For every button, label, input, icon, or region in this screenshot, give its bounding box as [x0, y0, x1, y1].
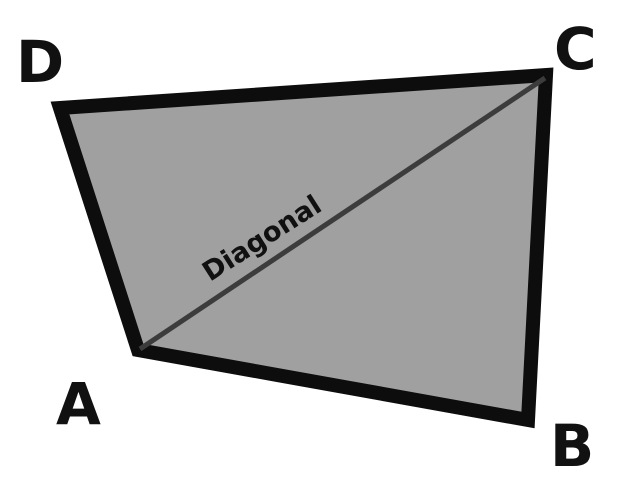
diagonal-line-ac	[138, 75, 547, 352]
vertex-label-d: D	[16, 28, 64, 96]
vertex-label-a: A	[56, 370, 101, 438]
vertex-label-b: B	[550, 412, 594, 480]
vertex-label-c: C	[554, 15, 597, 83]
